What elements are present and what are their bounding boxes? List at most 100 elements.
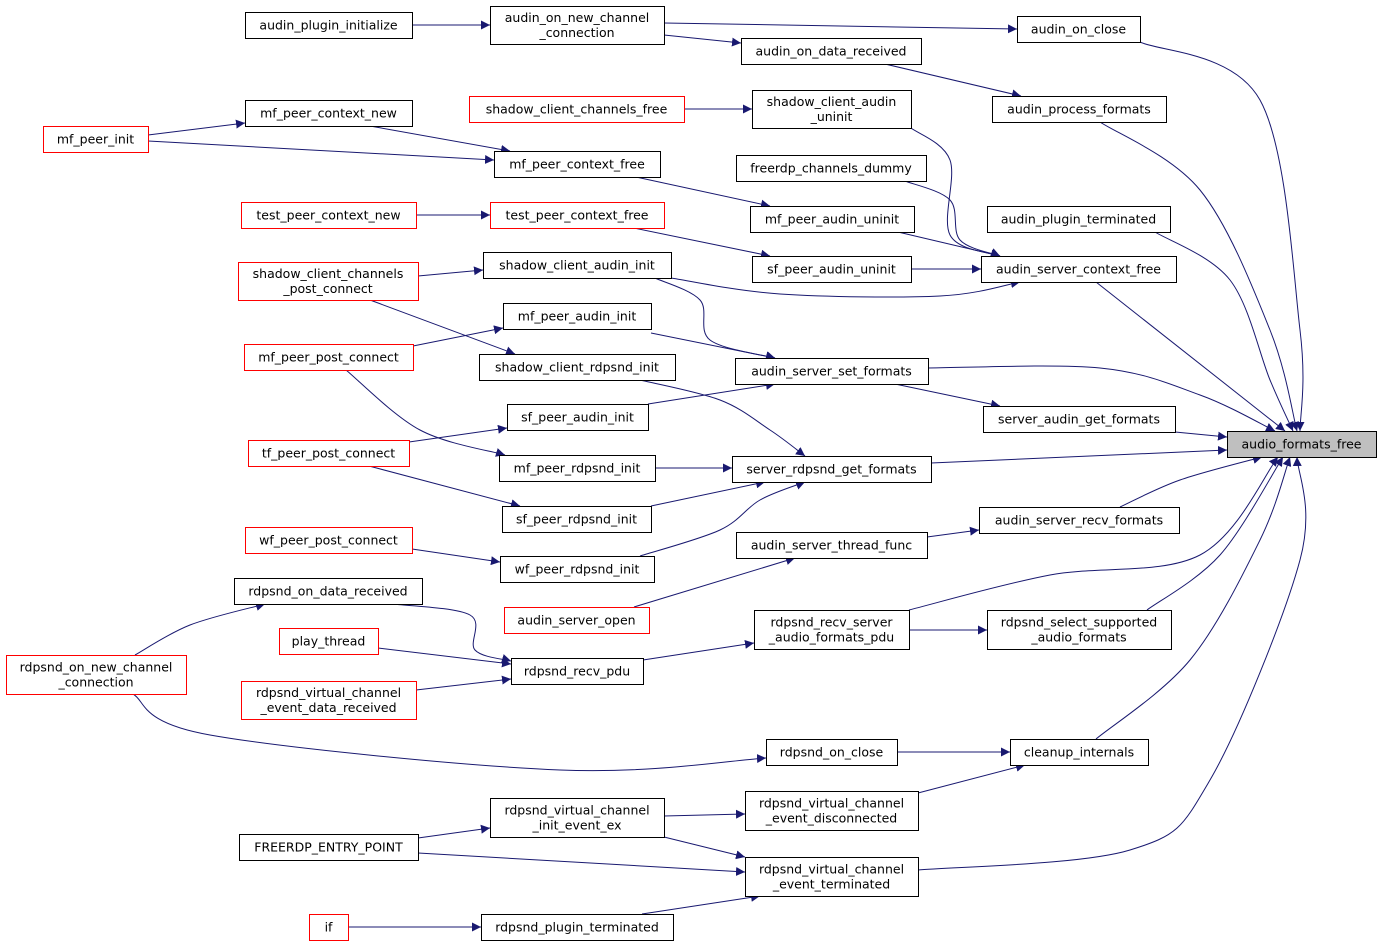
node-mf-peer-audin-init[interactable]: mf_peer_audin_init <box>503 303 652 330</box>
call-edge-wf-peer-post-connect-to-wf-peer-rdpsnd-init <box>411 548 501 566</box>
node-rdpsnd-virtual-channel-event-disconnected[interactable]: rdpsnd_virtual_channel_event_disconnecte… <box>745 791 919 831</box>
node-freerdp-channels-dummy[interactable]: freerdp_channels_dummy <box>736 155 927 182</box>
node-shadow-client-audin-init[interactable]: shadow_client_audin_init <box>483 252 672 279</box>
node-label: audin_on_close <box>1031 22 1126 37</box>
node-rdpsnd-recv-server-audio-formats-pdu[interactable]: rdpsnd_recv_server_audio_formats_pdu <box>754 610 910 650</box>
node-label: _post_connect <box>282 281 372 296</box>
call-edge-rdpsnd-virtual-channel-init-event-ex-to-rdpsnd-virtual-channel-event-terminated <box>663 836 746 860</box>
call-edge-freerdp-entry-point-to-rdpsnd-virtual-channel-init-event-ex <box>417 824 491 839</box>
node-label: rdpsnd_virtual_channel <box>256 685 401 700</box>
node-label: play_thread <box>292 634 366 649</box>
node-mf-peer-context-new[interactable]: mf_peer_context_new <box>245 100 413 127</box>
node-audin-plugin-terminated[interactable]: audin_plugin_terminated <box>987 206 1171 233</box>
call-edge-mf-peer-init-to-mf-peer-context-new <box>147 119 246 136</box>
node-label: rdpsnd_recv_server <box>770 615 893 630</box>
call-edge-rdpsnd-recv-server-audio-formats-pdu-to-audio-formats-free <box>908 456 1279 611</box>
node-label: shadow_client_channels <box>253 266 404 281</box>
node-label: _uninit <box>810 109 853 124</box>
node-rdpsnd-on-new-channel-connection[interactable]: rdpsnd_on_new_channel_connection <box>6 655 187 695</box>
node-label: mf_peer_context_new <box>260 106 397 121</box>
call-edge-mf-peer-post-connect-to-mf-peer-audin-init <box>412 325 504 347</box>
node-label: audin_process_formats <box>1007 102 1151 117</box>
node-label: _event_disconnected <box>765 811 897 826</box>
call-edge-rdpsnd-virtual-channel-event-terminated-to-audio-formats-free <box>917 456 1307 871</box>
node-label: audin_on_data_received <box>755 44 906 59</box>
node-test-peer-context-free[interactable]: test_peer_context_free <box>490 202 665 229</box>
node-label: FREERDP_ENTRY_POINT <box>254 840 403 855</box>
node-audin-server-open[interactable]: audin_server_open <box>504 607 650 634</box>
node-label: tf_peer_post_connect <box>262 446 395 461</box>
call-edge-audin-server-context-free-to-audio-formats-free <box>1095 281 1286 432</box>
node-rdpsnd-virtual-channel-event-data-received[interactable]: rdpsnd_virtual_channel_event_data_receiv… <box>241 681 417 720</box>
node-mf-peer-post-connect[interactable]: mf_peer_post_connect <box>244 344 414 371</box>
node-sf-peer-audin-uninit[interactable]: sf_peer_audin_uninit <box>752 256 912 283</box>
node-tf-peer-post-connect[interactable]: tf_peer_post_connect <box>248 440 410 467</box>
node-test-peer-context-new[interactable]: test_peer_context_new <box>241 202 417 229</box>
function-nodes: audin_plugin_initialize audin_on_new_chan… <box>6 6 1377 941</box>
node-shadow-client-audin-uninit[interactable]: shadow_client_audin_uninit <box>752 90 912 129</box>
node-label: audin_on_new_channel <box>505 10 650 25</box>
node-wf-peer-post-connect[interactable]: wf_peer_post_connect <box>245 527 413 554</box>
node-shadow-client-channels-post-connect[interactable]: shadow_client_channels_post_connect <box>238 262 419 301</box>
call-edge-audin-on-new-channel-connection-to-audin-on-close <box>663 22 1018 34</box>
node-label: _event_terminated <box>772 877 890 892</box>
node-label: mf_peer_init <box>57 132 134 147</box>
call-edge-rdpsnd-recv-pdu-to-rdpsnd-recv-server-audio-formats-pdu <box>642 639 755 661</box>
node-audin-server-recv-formats[interactable]: audin_server_recv_formats <box>979 507 1180 534</box>
node-server-rdpsnd-get-formats[interactable]: server_rdpsnd_get_formats <box>732 456 932 483</box>
node-label: audio_formats_free <box>1241 437 1361 452</box>
node-sf-peer-rdpsnd-init[interactable]: sf_peer_rdpsnd_init <box>502 506 652 533</box>
node-shadow-client-channels-free[interactable]: shadow_client_channels_free <box>469 96 685 123</box>
node-mf-peer-rdpsnd-init[interactable]: mf_peer_rdpsnd_init <box>499 455 656 482</box>
node-audin-on-new-channel-connection[interactable]: audin_on_new_channel_connection <box>490 6 665 45</box>
node-rdpsnd-on-close[interactable]: rdpsnd_on_close <box>766 739 898 766</box>
node-rdpsnd-recv-pdu[interactable]: rdpsnd_recv_pdu <box>511 658 644 685</box>
node-label: if <box>325 920 333 935</box>
call-edge-freerdp-channels-dummy-to-audin-server-context-free <box>904 180 1001 257</box>
node-audin-server-thread-func[interactable]: audin_server_thread_func <box>736 532 928 559</box>
node-freerdp-entry-point[interactable]: FREERDP_ENTRY_POINT <box>239 834 419 861</box>
node-server-audin-get-formats[interactable]: server_audin_get_formats <box>983 406 1176 433</box>
node-label: mf_peer_rdpsnd_init <box>514 461 641 476</box>
node-rdpsnd-on-data-received[interactable]: rdpsnd_on_data_received <box>234 578 423 605</box>
call-edge-shadow-client-channels-post-connect-to-shadow-client-audin-init <box>417 266 484 277</box>
node-cleanup-internals[interactable]: cleanup_internals <box>1010 739 1149 766</box>
node-label: wf_peer_rdpsnd_init <box>515 562 640 577</box>
node-audin-on-close[interactable]: audin_on_close <box>1017 16 1141 43</box>
call-edge-audin-server-set-formats-to-server-audin-get-formats <box>894 383 1001 409</box>
node-shadow-client-rdpsnd-init[interactable]: shadow_client_rdpsnd_init <box>479 354 676 381</box>
node-rdpsnd-plugin-terminated[interactable]: rdpsnd_plugin_terminated <box>481 914 674 941</box>
call-edge-test-peer-context-free-to-sf-peer-audin-uninit <box>633 227 771 259</box>
node-rdpsnd-virtual-channel-event-terminated[interactable]: rdpsnd_virtual_channel_event_terminated <box>745 857 919 897</box>
node-play-thread[interactable]: play_thread <box>279 628 379 655</box>
node-if[interactable]: if <box>309 914 349 941</box>
node-audin-plugin-initialize[interactable]: audin_plugin_initialize <box>245 12 413 39</box>
node-sf-peer-audin-init[interactable]: sf_peer_audin_init <box>507 404 649 431</box>
node-rdpsnd-virtual-channel-init-event-ex[interactable]: rdpsnd_virtual_channel_init_event_ex <box>490 798 665 838</box>
node-label: audin_server_context_free <box>996 262 1161 277</box>
node-audio-formats-free[interactable]: audio_formats_free <box>1227 431 1377 458</box>
node-label: rdpsnd_virtual_channel <box>759 796 904 811</box>
call-edge-mf-peer-audin-uninit-to-audin-server-context-free <box>897 231 1001 259</box>
call-edge-audin-plugin-terminated-to-audio-formats-free <box>1154 231 1294 432</box>
node-label: _init_event_ex <box>532 818 622 833</box>
node-audin-on-data-received[interactable]: audin_on_data_received <box>741 38 922 65</box>
node-label: cleanup_internals <box>1024 745 1134 760</box>
call-edge-rdpsnd-on-new-channel-connection-to-rdpsnd-on-data-received <box>134 602 266 656</box>
node-label: freerdp_channels_dummy <box>750 161 912 176</box>
node-audin-server-set-formats[interactable]: audin_server_set_formats <box>735 358 929 385</box>
call-edge-tf-peer-post-connect-to-sf-peer-audin-init <box>408 424 508 443</box>
call-edge-audin-on-close-to-audio-formats-free <box>1139 41 1305 432</box>
node-mf-peer-context-free[interactable]: mf_peer_context_free <box>494 151 661 178</box>
node-mf-peer-audin-uninit[interactable]: mf_peer_audin_uninit <box>750 206 915 233</box>
call-edge-audin-process-formats-to-audio-formats-free <box>1099 121 1300 432</box>
node-label: test_peer_context_free <box>506 208 649 223</box>
node-audin-server-context-free[interactable]: audin_server_context_free <box>981 256 1177 283</box>
node-rdpsnd-select-supported-audio-formats[interactable]: rdpsnd_select_supported_audio_formats <box>987 610 1172 650</box>
node-mf-peer-init[interactable]: mf_peer_init <box>43 126 149 153</box>
node-audin-process-formats[interactable]: audin_process_formats <box>992 96 1167 123</box>
call-edge-server-audin-get-formats-to-audio-formats-free <box>1174 431 1228 441</box>
node-wf-peer-rdpsnd-init[interactable]: wf_peer_rdpsnd_init <box>500 556 655 583</box>
node-label: rdpsnd_select_supported <box>1001 615 1157 630</box>
call-edge-shadow-client-rdpsnd-init-to-server-rdpsnd-get-formats <box>639 379 806 457</box>
